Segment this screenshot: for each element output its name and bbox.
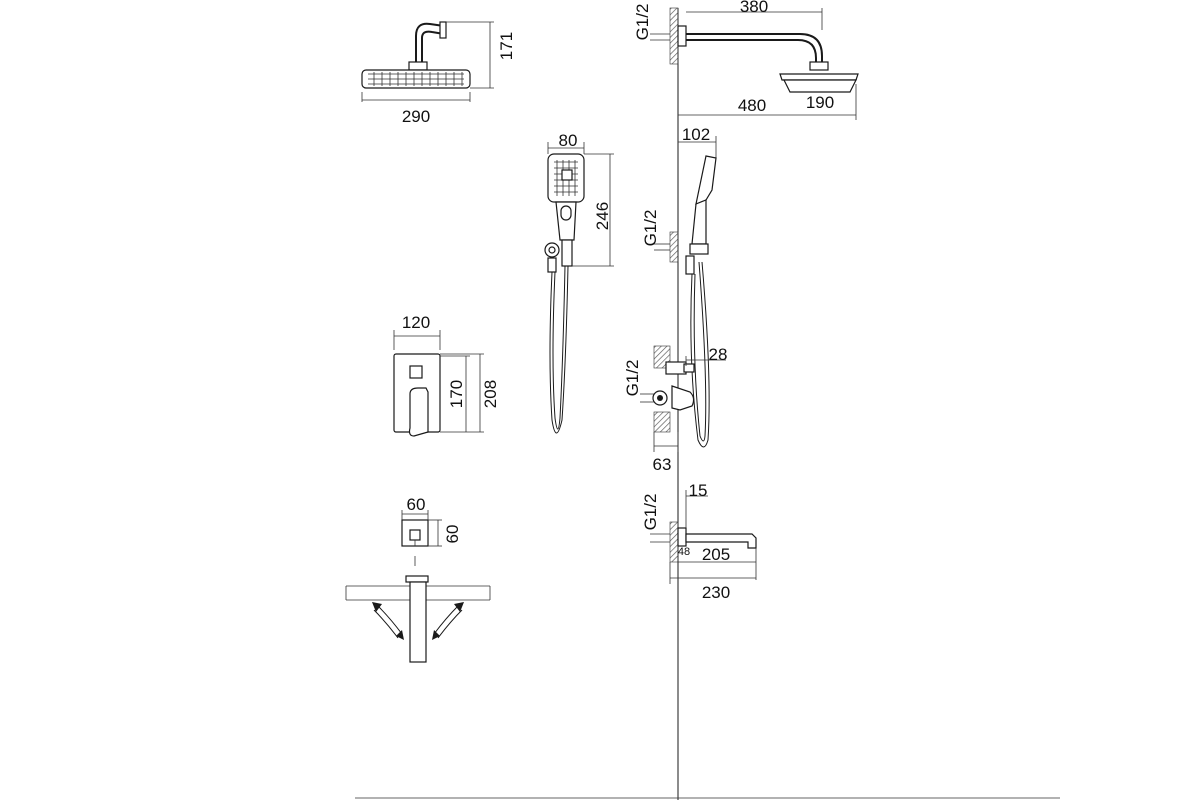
thread-top-label: G1/2 (633, 4, 652, 41)
wall-to-center-label: 480 (738, 96, 766, 115)
rotate-right-arrow-icon (432, 602, 464, 640)
hand-width-label: 80 (559, 131, 578, 150)
arm-length-label: 380 (740, 0, 768, 16)
bath-spout-side-view: 15 G1/2 48 205 230 (641, 481, 757, 602)
box-height-label: 60 (443, 525, 462, 544)
head-height-label: 171 (497, 32, 516, 60)
spout-total-label: 230 (702, 583, 730, 602)
hand-nozzle-grid (554, 160, 578, 196)
box-width-label: 60 (407, 495, 426, 514)
mixer-offset-label: 28 (709, 345, 728, 364)
shower-arm-side-view: 380 480 190 G1/2 (633, 0, 859, 120)
diverter-box-front-view: 60 60 (401, 495, 462, 566)
thread-mixer-label: G1/2 (623, 360, 642, 397)
hand-shower-side-view: 102 G1/2 (641, 125, 717, 448)
rotate-left-arrow-icon (372, 602, 404, 640)
hand-depth-label: 102 (682, 125, 710, 144)
mixer-depth-label: 63 (653, 455, 672, 474)
head-depth-label: 190 (806, 93, 834, 112)
hand-shower-front-view: 80 246 (544, 131, 614, 434)
nozzle-grid (368, 72, 464, 86)
hand-length-label: 246 (593, 202, 612, 230)
spout-offset-label: 15 (689, 481, 708, 500)
mixer-plate-front-view: 120 170 208 (393, 313, 500, 437)
plate-width-label: 120 (402, 313, 430, 332)
plate-height-label: 208 (481, 380, 500, 408)
plate-inner-label: 170 (447, 380, 466, 408)
head-width-label: 290 (402, 107, 430, 126)
mixer-side-view: 28 G1/2 63 (623, 345, 727, 474)
spout-rotation-view (345, 575, 491, 663)
diverter-button (409, 365, 423, 379)
spout-small-label: 48 (678, 546, 690, 558)
thread-hand-label: G1/2 (641, 210, 660, 247)
spout-length-label: 205 (702, 545, 730, 564)
rain-shower-front-view: 290 171 (361, 21, 516, 126)
thread-spout-label: G1/2 (641, 494, 660, 531)
